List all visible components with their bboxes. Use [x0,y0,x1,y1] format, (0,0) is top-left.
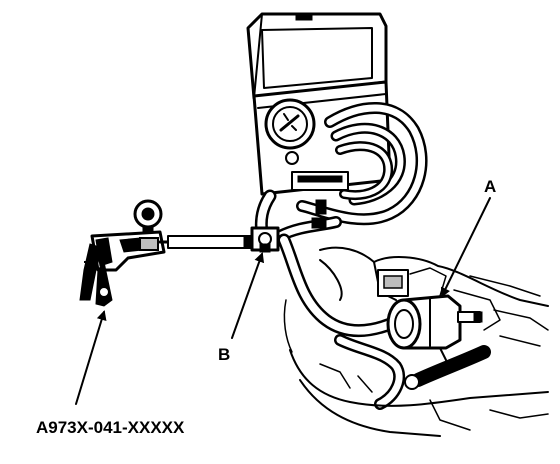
hose-bundle [254,102,428,338]
pump-hose [167,235,255,249]
label-b: B [218,345,230,364]
callout-arrow-part [75,310,107,405]
callout-arrow-b [231,252,265,339]
tester-case [246,12,392,196]
tee-fitting [250,226,280,253]
part-number-label: A973X-041-XXXXX [36,418,185,437]
callout-arrow-a [441,197,491,298]
label-a: A [484,177,496,196]
vacuum-pump-icon [79,199,174,307]
engine-assembly [283,246,549,437]
gauge-icon [264,98,316,150]
